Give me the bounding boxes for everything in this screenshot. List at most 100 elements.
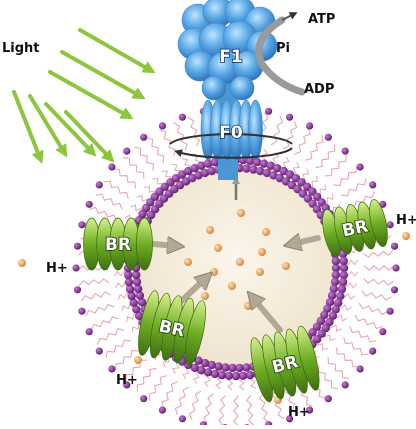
lipid-tail — [349, 326, 377, 343]
lipid-tail — [173, 122, 188, 151]
lipid-tail — [246, 394, 255, 426]
protons — [18, 209, 410, 404]
lipid-head — [200, 358, 210, 368]
lipid-head — [259, 159, 269, 168]
light-ray-arrow — [64, 110, 115, 163]
lipid-tail — [358, 302, 389, 316]
lipid-tail — [174, 386, 190, 415]
lipid-head — [184, 166, 193, 176]
lipid-tail — [136, 367, 157, 392]
lipid-tail — [218, 395, 226, 426]
proton — [206, 226, 214, 234]
lipid-tail — [333, 166, 358, 186]
lipid-head — [325, 298, 335, 307]
proton — [210, 268, 218, 276]
lipid-tail — [146, 137, 165, 163]
proton — [214, 244, 222, 252]
lipid-head — [200, 168, 210, 178]
lipid-tail — [282, 121, 298, 150]
adp-atp-curve — [255, 16, 306, 96]
lipid-head — [217, 370, 227, 380]
lipid-head — [85, 200, 93, 208]
lipid-head — [331, 270, 340, 280]
lipid-head — [265, 421, 273, 429]
proton — [236, 258, 244, 266]
br-pump: BR — [138, 290, 206, 366]
br-label: BR — [270, 352, 300, 378]
atp-label: ATP — [308, 12, 335, 27]
lipid-head — [78, 307, 86, 315]
lipid-head — [123, 381, 131, 389]
proton — [184, 258, 192, 266]
svg-text:H+: H+ — [46, 261, 68, 276]
lipid-tail — [95, 193, 123, 210]
flow-arrow-bottom-right — [253, 298, 283, 333]
f0-label: F0 — [219, 123, 243, 143]
lipid-head — [286, 113, 294, 121]
lipid-head — [85, 328, 93, 336]
lipid-head — [242, 363, 251, 372]
proton-labels: H+ H+ H+ H+ — [46, 213, 416, 420]
lipid-head — [124, 270, 133, 280]
br-helix — [297, 325, 320, 391]
lipid-head — [132, 277, 142, 287]
lipid-tail — [105, 339, 131, 358]
light-ray-arrow — [60, 50, 146, 100]
lipid-head — [95, 181, 103, 189]
proton — [258, 248, 266, 256]
lipid-head — [275, 173, 284, 183]
lipid-head — [356, 163, 364, 171]
lipid-head — [127, 291, 136, 301]
lipid-tail — [89, 206, 118, 222]
lipid-head — [197, 366, 206, 375]
lipid-head — [338, 277, 348, 287]
lipid-head — [327, 291, 337, 300]
lipid-head — [207, 360, 216, 370]
lipid-head — [324, 395, 332, 403]
lipid-tail — [78, 278, 110, 287]
lipid-head — [273, 164, 282, 173]
lipid-head — [137, 298, 147, 307]
proton — [256, 268, 264, 276]
lipid-head — [214, 362, 223, 371]
lipid-tail — [187, 116, 201, 147]
lipid-head — [390, 242, 399, 250]
lipid-head — [203, 368, 213, 377]
lipid-head — [356, 365, 364, 373]
lipid-tail — [363, 278, 394, 286]
lipid-head — [325, 317, 334, 327]
proton — [134, 356, 142, 364]
lipid-tail — [161, 381, 178, 409]
lipid-head — [331, 256, 340, 266]
f1-subunit — [201, 75, 227, 101]
lipid-tail — [363, 265, 395, 271]
lipid-tail — [84, 303, 115, 317]
lipid-head — [171, 174, 181, 183]
lipid-head — [331, 305, 340, 314]
lipid-tail — [81, 291, 112, 302]
lipid-tail — [112, 168, 137, 189]
flow-arrow-right — [292, 238, 321, 244]
lipid-tail — [343, 337, 369, 356]
lipid-head — [194, 356, 203, 365]
f1-subunit — [229, 75, 255, 101]
lipid-head — [339, 263, 349, 273]
lipid-tail — [296, 379, 313, 407]
br-pump: BR — [322, 199, 388, 257]
lipid-head — [256, 166, 265, 176]
lipid-head — [108, 163, 116, 171]
lipid-head — [279, 166, 288, 176]
lipid-head — [266, 161, 275, 170]
light-ray-arrow — [44, 102, 97, 157]
lipid-head — [125, 284, 135, 294]
lipid-tail — [103, 180, 129, 199]
lipid-head — [242, 164, 251, 173]
lipid-tail — [148, 375, 167, 401]
lipid-head — [330, 277, 340, 287]
lipid-head — [306, 406, 314, 414]
lipid-head — [379, 328, 387, 336]
lipid-head — [336, 291, 345, 301]
lipid-head — [72, 264, 80, 272]
lipid-head — [73, 286, 82, 294]
